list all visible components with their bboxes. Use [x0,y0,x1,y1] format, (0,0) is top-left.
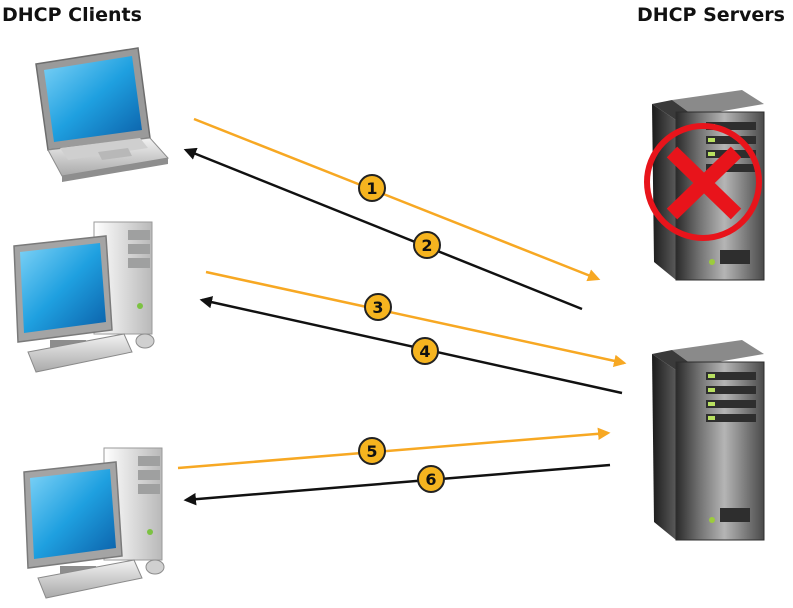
clients-title: DHCP Clients [2,4,142,26]
step-label: 3 [372,298,383,317]
message-arrow-5 [177,427,611,470]
message-arrow-2 [183,147,583,311]
message-arrow-6 [183,463,611,506]
step-badge-1: 1 [358,174,386,202]
step-label: 1 [366,179,377,198]
message-arrow-1 [193,117,601,282]
message-arrow-3 [205,270,627,367]
x-circle-icon [644,123,762,241]
server-tower-icon [652,340,765,541]
step-label: 5 [366,442,377,461]
step-badge-6: 6 [417,465,445,493]
step-badge-5: 5 [358,437,386,465]
step-badge-3: 3 [364,293,392,321]
step-label: 2 [421,236,432,255]
desktop-computer-icon [13,221,155,373]
laptop-icon [35,47,169,182]
step-label: 6 [425,470,436,489]
desktop-computer-icon [23,447,165,599]
step-badge-4: 4 [411,337,439,365]
step-label: 4 [419,342,430,361]
servers-title: DHCP Servers [636,4,785,26]
step-badge-2: 2 [413,231,441,259]
